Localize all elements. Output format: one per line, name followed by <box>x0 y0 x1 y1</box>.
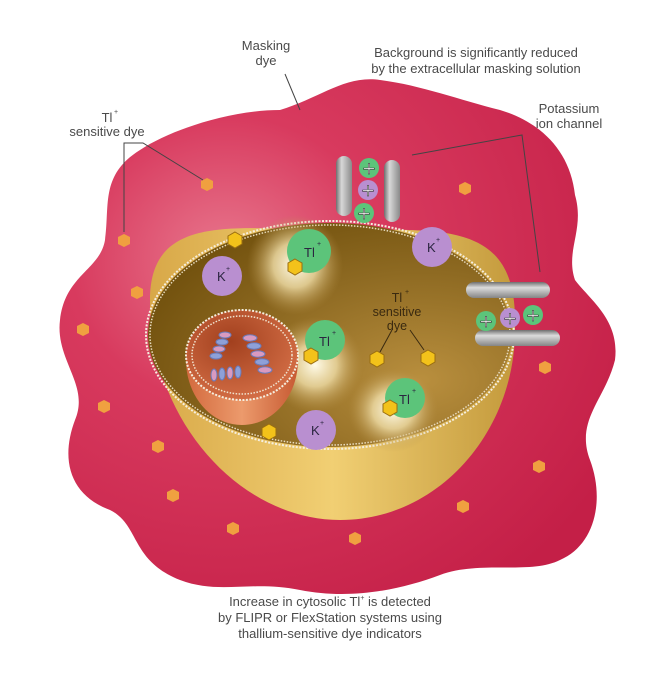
masking-dye-line2: dye <box>256 53 277 68</box>
outer-dye-hexagon <box>533 460 545 473</box>
outer-dye-hexagon <box>118 234 130 247</box>
outer-dye-hexagon <box>201 178 213 191</box>
outer-dye-hexagon <box>77 323 89 336</box>
thallium-ion-charge: + <box>317 241 321 248</box>
bound-dye-hexagon <box>287 258 303 276</box>
masking-dye-pointer-line <box>284 73 301 111</box>
potassium-channel-line2: ion channel <box>536 116 603 131</box>
inner-dye-pointer-line <box>379 329 393 353</box>
outer-dye-hexagon <box>459 182 471 195</box>
plus-icon: + <box>361 181 375 201</box>
caption: Increase in cytosolic Tl+ is detected by… <box>218 594 442 641</box>
masking-dye-label: Masking dye <box>242 38 290 68</box>
inner-tl-sensitive-dye-label: Tl + sensitive dye <box>373 289 422 333</box>
potassium-ion: K + <box>202 256 242 296</box>
potassium-ion: K + <box>412 227 452 267</box>
outer-dye-particles <box>77 178 551 545</box>
outer-dye-ion: Tl <box>102 110 113 125</box>
potassium-ion-charge: + <box>320 420 324 427</box>
cytosolic-dye-particles <box>227 231 436 441</box>
thallium-ion: Tl + <box>287 229 331 276</box>
background-note-line2: by the extracellular masking solution <box>371 61 581 76</box>
thallium-ion-label: Tl <box>399 392 410 407</box>
dna-strand <box>242 334 273 374</box>
nucleus <box>185 309 299 425</box>
outer-dye-hexagon <box>457 500 469 513</box>
potassium-ion-charge: + <box>226 266 230 273</box>
thallium-ion-charge: + <box>332 330 336 337</box>
inner-dye-line2: dye <box>387 319 407 333</box>
outer-tl-sensitive-dye-label: Tl + sensitive dye <box>69 109 144 139</box>
background-note-label: Background is significantly reduced by t… <box>371 45 581 76</box>
dna-strand <box>210 365 242 382</box>
bound-dye-hexagon <box>382 399 398 417</box>
outer-dye-hexagon <box>131 286 143 299</box>
outer-dye-hexagon <box>227 522 239 535</box>
dye-hexagon <box>261 423 277 441</box>
dna-strand <box>209 331 232 360</box>
potassium-ion: K + <box>296 410 336 450</box>
channel-ion-thallium <box>359 158 379 178</box>
outer-dye-hexagon <box>152 440 164 453</box>
dye-hexagon <box>227 231 243 249</box>
outer-dye-text: sensitive dye <box>69 124 144 139</box>
thallium-ion: Tl + <box>303 320 345 365</box>
potassium-ion-channel-top: + + + <box>336 156 400 224</box>
outer-dye-hexagon <box>539 361 551 374</box>
plus-icon: + <box>362 159 376 179</box>
potassium-channel-line1: Potassium <box>539 101 600 116</box>
thallium-ion-charge: + <box>412 388 416 395</box>
channel-ion-potassium <box>358 180 378 200</box>
dye-hexagon <box>420 349 436 367</box>
outer-dye-hexagon <box>349 532 361 545</box>
potassium-ion-label: K <box>217 269 226 284</box>
inner-dye-charge: + <box>405 289 409 296</box>
potassium-channel-label: Potassium ion channel <box>536 101 603 131</box>
plus-icon: + <box>357 204 371 224</box>
inner-dye-pointer-line <box>409 329 425 351</box>
potassium-ion-label: K <box>427 240 436 255</box>
caption-line2: by FLIPR or FlexStation systems using <box>218 610 442 625</box>
bound-dye-hexagon <box>303 347 319 365</box>
potassium-ion-charge: + <box>436 237 440 244</box>
inner-dye-ion: Tl <box>392 291 402 305</box>
caption-line1: Increase in cytosolic Tl+ is detected <box>229 594 431 609</box>
channel-pointer-line <box>411 134 541 273</box>
channel-ion-thallium <box>354 203 374 223</box>
channel-ion-thallium <box>523 305 543 325</box>
channel-ion-potassium <box>500 308 520 328</box>
masking-dye-line1: Masking <box>242 38 290 53</box>
thallium-ion-label: Tl <box>304 245 315 260</box>
outer-dye-hexagon <box>167 489 179 502</box>
thallium-ion-label: Tl <box>319 334 330 349</box>
caption-line3: thallium-sensitive dye indicators <box>238 626 422 641</box>
dye-hexagon <box>369 350 385 368</box>
potassium-ion-label: K <box>311 423 320 438</box>
inner-dye-line1: sensitive <box>373 305 422 319</box>
plus-icon: + <box>479 312 493 332</box>
thallium-ion: Tl + <box>382 378 425 418</box>
potassium-ion-channel-right: + + + <box>466 282 560 346</box>
plus-icon: + <box>503 309 517 329</box>
outer-dye-pointer-line <box>123 142 204 232</box>
plus-icon: + <box>526 306 540 326</box>
outer-dye-charge: + <box>114 109 118 116</box>
outer-dye-hexagon <box>98 400 110 413</box>
background-note-line1: Background is significantly reduced <box>374 45 578 60</box>
channel-ion-thallium <box>476 311 496 331</box>
